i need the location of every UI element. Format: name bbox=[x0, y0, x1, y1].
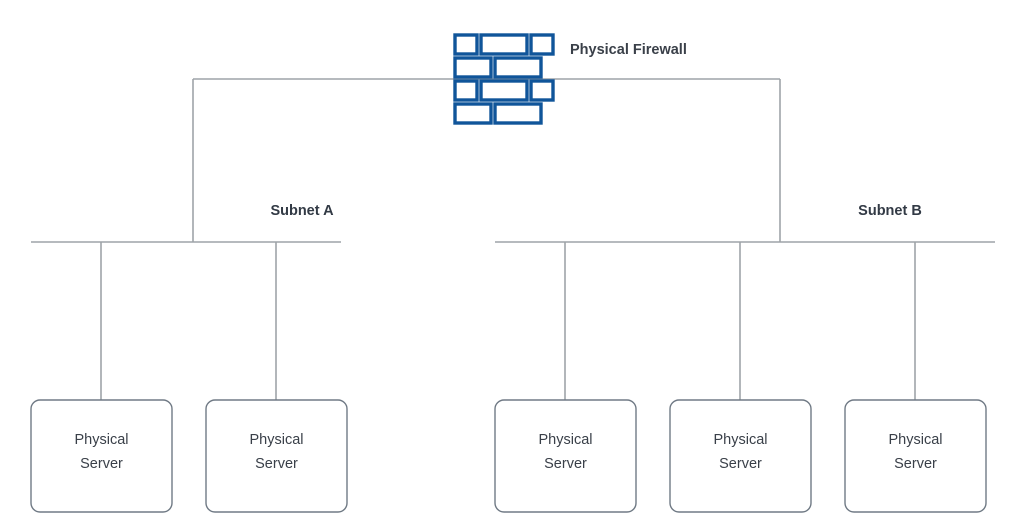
server-label-line1: Physical bbox=[889, 432, 943, 448]
server-label-line2: Server bbox=[894, 456, 937, 472]
brick-r1-c2 bbox=[479, 33, 529, 56]
server-box[interactable] bbox=[494, 399, 637, 513]
subnet-a-group: Subnet A Physical Server Physical Server bbox=[30, 203, 348, 513]
server-label-line1: Physical bbox=[75, 432, 129, 448]
server-node-b2[interactable]: Physical Server bbox=[669, 399, 812, 513]
server-node-b1[interactable]: Physical Server bbox=[494, 399, 637, 513]
brick-r4-c1 bbox=[453, 102, 493, 125]
brick-r2-c2 bbox=[493, 56, 543, 79]
server-node-a1[interactable]: Physical Server bbox=[30, 399, 173, 513]
server-label-line2: Server bbox=[719, 456, 762, 472]
server-box[interactable] bbox=[205, 399, 348, 513]
server-label-line1: Physical bbox=[250, 432, 304, 448]
server-label-line1: Physical bbox=[539, 432, 593, 448]
server-node-a2[interactable]: Physical Server bbox=[205, 399, 348, 513]
firewall-brick-icon[interactable] bbox=[453, 33, 555, 125]
brick-r3-c3 bbox=[529, 79, 555, 102]
server-node-b3[interactable]: Physical Server bbox=[844, 399, 987, 513]
brick-r4-c2 bbox=[493, 102, 543, 125]
server-box[interactable] bbox=[669, 399, 812, 513]
server-box[interactable] bbox=[844, 399, 987, 513]
firewall-node[interactable]: Physical Firewall bbox=[453, 33, 687, 125]
brick-r3-c1 bbox=[453, 79, 479, 102]
brick-r1-c3 bbox=[529, 33, 555, 56]
brick-r3-c2 bbox=[479, 79, 529, 102]
server-label-line2: Server bbox=[80, 456, 123, 472]
server-box[interactable] bbox=[30, 399, 173, 513]
subnet-b-label: Subnet B bbox=[858, 203, 922, 219]
trunk-link-group bbox=[192, 78, 781, 242]
brick-r1-c1 bbox=[453, 33, 479, 56]
firewall-label: Physical Firewall bbox=[570, 42, 687, 58]
server-label-line2: Server bbox=[544, 456, 587, 472]
server-label-line2: Server bbox=[255, 456, 298, 472]
subnet-a-label: Subnet A bbox=[270, 203, 334, 219]
server-label-line1: Physical bbox=[714, 432, 768, 448]
subnet-b-group: Subnet B Physical Server Physical Server… bbox=[494, 203, 995, 513]
brick-r2-c1 bbox=[453, 56, 493, 79]
